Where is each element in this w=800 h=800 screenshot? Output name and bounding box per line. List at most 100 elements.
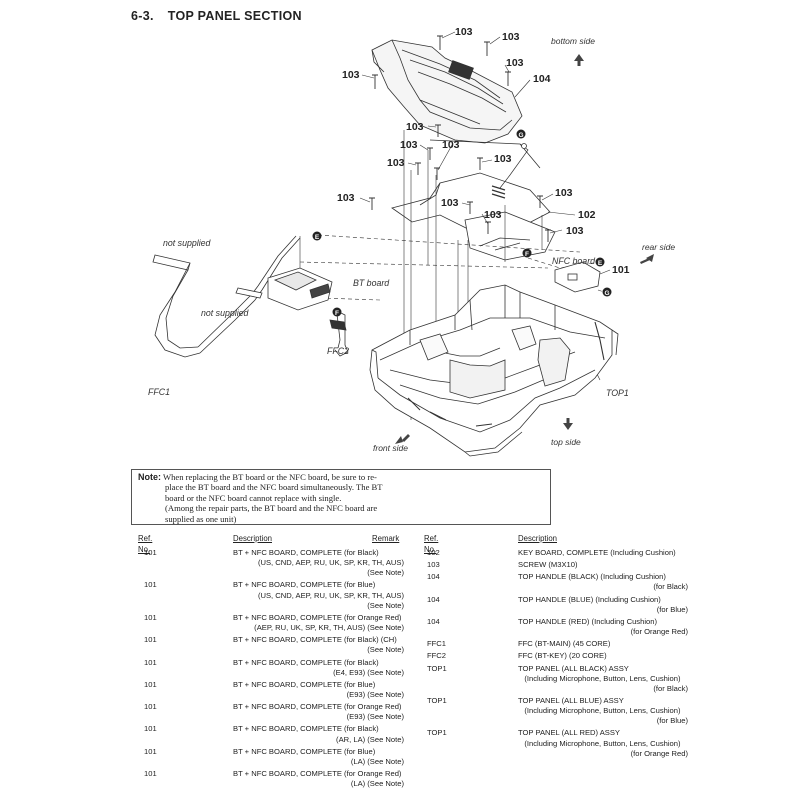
arrow-down-left-icon [395,434,410,444]
remark-cell: (for Blue) [656,716,688,726]
callout-104: 104 [533,73,551,85]
note-line: board or the NFC board cannot replace wi… [165,492,342,503]
description-cell: BT + NFC BOARD, COMPLETE (for Orange Red… [233,702,402,712]
description-cell: SCREW (M3X10) [518,560,578,570]
description-cell: TOP PANEL (ALL RED) ASSY [518,728,620,738]
top-handle-part [371,39,523,144]
remark-cell: (E93) (See Note) [346,712,404,722]
ref-no-cell: 102 [427,548,440,557]
note-line: When replacing the BT board or the NFC b… [163,472,377,482]
description-cell: (Including Microphone, Button, Lens, Cus… [518,738,681,748]
description-cell: FFC (BT-MAIN) (45 CORE) [518,639,611,649]
callout-103: 103 [342,69,360,81]
ffc1-cable [152,235,301,358]
top-panel-part [369,284,619,457]
ref-no-cell: 101 [144,746,157,756]
header-desc-right: Description [518,534,557,543]
arrow-down-icon [563,418,573,430]
ref-no-cell: 101 [144,724,157,734]
marker-e-label: E [315,234,320,241]
callout-103: 103 [442,139,460,151]
note-line: supplied as one unit) [165,513,237,524]
callout-103: 103 [566,225,584,237]
label-top-side: top side [551,437,581,447]
arrow-right-icon [640,254,654,264]
callout-103: 103 [506,57,524,69]
description-cell: TOP HANDLE (RED) (Including Cushion) [518,616,657,626]
ref-no-cell: 104 [427,572,440,582]
remark-cell: (US, CND, AEP, RU, UK, SP, KR, TH, AUS) [257,558,404,568]
remark-cell: (See Note) [367,568,404,578]
remark-cell: (for Orange Red) [630,748,688,758]
marker-f-label: F [335,310,339,317]
ref-no-cell: 101 [144,548,157,557]
ref-no-cell: 104 [427,594,440,604]
callout-103: 103 [400,139,418,151]
description-cell: BT + NFC BOARD, COMPLETE (for Blue) [233,746,376,756]
marker-e-2: E [595,257,605,267]
description-cell: BT + NFC BOARD, COMPLETE (for Blue) [233,580,376,590]
label-ffc2: FFC2 [327,346,349,356]
ref-no-cell: 101 [144,769,157,778]
remark-cell: (AEP, RU, UK, SP, KR, TH, AUS) (See Note… [254,623,404,633]
note-line: (Among the repair parts, the BT board an… [165,503,378,514]
marker-f-label: F [525,251,529,258]
label-bottom-side: bottom side [551,36,595,46]
ref-no-cell: 101 [144,635,157,645]
note-label: Note: [138,472,161,482]
exploded-view-diagram: E E F F G G [148,26,675,457]
description-cell: BT + NFC BOARD, COMPLETE (for Black) [233,548,379,557]
marker-g-label: G [604,290,609,297]
ref-no-cell: 101 [144,679,157,689]
section-name: TOP PANEL SECTION [167,9,302,23]
label-nfc-board: NFC board [552,256,596,266]
description-cell: BT + NFC BOARD, COMPLETE (for Black) [233,724,379,734]
callout-103: 103 [455,26,473,38]
note-line: place the BT board and the NFC board sim… [165,482,383,493]
remark-cell: (E4, E93) (See Note) [333,667,404,677]
description-cell: TOP PANEL (ALL BLACK) ASSY [518,663,629,673]
header-ref-left: Ref. No. [138,534,153,554]
label-top1: TOP1 [606,388,629,398]
dashed-lines [299,234,605,301]
ref-no-cell: 101 [144,657,157,667]
marker-g-label: G [518,132,523,139]
ref-no-cell: 101 [144,580,157,590]
description-cell: FFC (BT-KEY) (20 CORE) [518,651,607,661]
ref-no-cell: TOP1 [427,695,447,705]
description-cell: BT + NFC BOARD, COMPLETE (for Orange Red… [233,612,402,622]
section-title: 6-3. TOP PANEL SECTION [131,9,302,23]
ffc2-cable [329,309,349,357]
section-number: 6-3. [131,9,154,23]
description-cell: BT + NFC BOARD, COMPLETE (for Black) [233,657,379,667]
remark-cell: (See Note) [367,645,404,655]
description-cell: TOP HANDLE (BLACK) (Including Cushion) [518,572,666,582]
callout-103: 103 [406,121,424,133]
note-box: Note: When replacing the BT board or the… [131,469,551,525]
marker-g-1: G [516,129,526,139]
arrow-up-icon [574,54,584,66]
ref-no-cell: FFC1 [427,639,446,649]
marker-f-1: F [522,248,532,258]
ref-no-cell: 103 [427,560,440,570]
header-desc-left: Description [233,534,272,543]
label-rear-side: rear side [642,242,675,252]
callout-102: 102 [578,209,596,221]
ref-no-cell: FFC2 [427,651,446,661]
remark-cell: (US, CND, AEP, RU, UK, SP, KR, TH, AUS) [257,590,404,600]
remark-cell: (for Blue) [656,604,688,614]
remark-cell: (for Black) [653,582,688,592]
remark-cell: (E93) (See Note) [346,689,404,699]
ref-no-cell: 101 [144,702,157,712]
label-bt-board: BT board [353,278,390,288]
callout-103: 103 [555,187,573,199]
ref-no-cell: TOP1 [427,728,447,738]
callout-103: 103 [502,31,520,43]
label-not-supplied: not supplied [201,308,250,318]
marker-e-label: E [598,260,603,267]
description-cell: KEY BOARD, COMPLETE (Including Cushion) [518,548,676,557]
callout-103: 103 [337,192,355,204]
callout-103: 103 [494,153,512,165]
ref-no-cell: 104 [427,616,440,626]
